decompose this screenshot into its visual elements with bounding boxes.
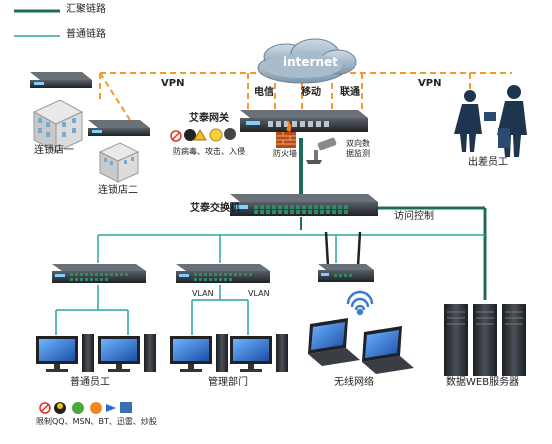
laptop-1 [308, 318, 360, 366]
antivirus-icons [170, 128, 236, 142]
staff-switch [52, 264, 146, 283]
management-pc-2 [230, 334, 288, 372]
firewall-icon [276, 120, 296, 148]
store1-label: 连锁店一 [34, 145, 74, 156]
monitor-label-line2: 据监测 [346, 149, 370, 158]
gateway-device [240, 110, 368, 132]
isp-mobile-label: 移动 [301, 87, 321, 98]
wireless-ap [318, 231, 374, 282]
vlan-label-1: VLAN [192, 289, 214, 298]
vlan-label-2: VLAN [248, 289, 270, 298]
store1-router [30, 72, 92, 88]
wifi-signal-icon [346, 290, 374, 316]
management-switch [176, 264, 270, 283]
gateway-title: 艾泰网关 [189, 113, 229, 124]
core-switch-title: 艾泰交换机 [190, 203, 240, 214]
isp-unicom-label: 联通 [340, 87, 360, 98]
staff-pc-1 [36, 334, 94, 372]
travel-staff-figures [454, 85, 527, 157]
isp-telecom-label: 电信 [254, 87, 274, 98]
travel-staff-label: 出差员工 [468, 157, 508, 168]
core-switch [230, 194, 378, 216]
laptop-2 [362, 326, 414, 374]
legend-aggregate-label: 汇聚链路 [66, 4, 106, 15]
vpn-left-label: VPN [161, 78, 185, 89]
restrict-app-icons [39, 402, 132, 414]
camera-monitor-icon [306, 137, 337, 164]
store2-label: 连锁店二 [98, 185, 138, 196]
wireless-group-label: 无线网络 [334, 377, 374, 388]
restrict-apps-label: 限制QQ、MSN、BT、迅雷、炒股 [36, 417, 157, 426]
legend-normal-label: 普通链路 [66, 29, 106, 40]
management-pc-1 [170, 334, 228, 372]
server-group-label: 数据WEB服务器 [446, 377, 520, 388]
store1-building [32, 99, 84, 153]
security-features-label: 防病毒、攻击、入侵 [173, 147, 245, 156]
access-control-label: 访问控制 [394, 211, 434, 222]
internet-cloud [257, 38, 357, 84]
internet-label: internet [283, 55, 338, 69]
management-group-label: 管理部门 [208, 377, 248, 388]
store2-building [98, 142, 140, 183]
monitor-label-line1: 双向数 [346, 139, 370, 148]
staff-group-label: 普通员工 [70, 377, 110, 388]
vpn-link-store2 [99, 72, 131, 121]
vpn-right-label: VPN [418, 78, 442, 89]
normal-links [55, 234, 485, 335]
staff-pc-2 [98, 334, 156, 372]
firewall-label: 防火墙 [273, 149, 297, 158]
server-rack [444, 304, 526, 376]
store2-router [88, 120, 150, 136]
